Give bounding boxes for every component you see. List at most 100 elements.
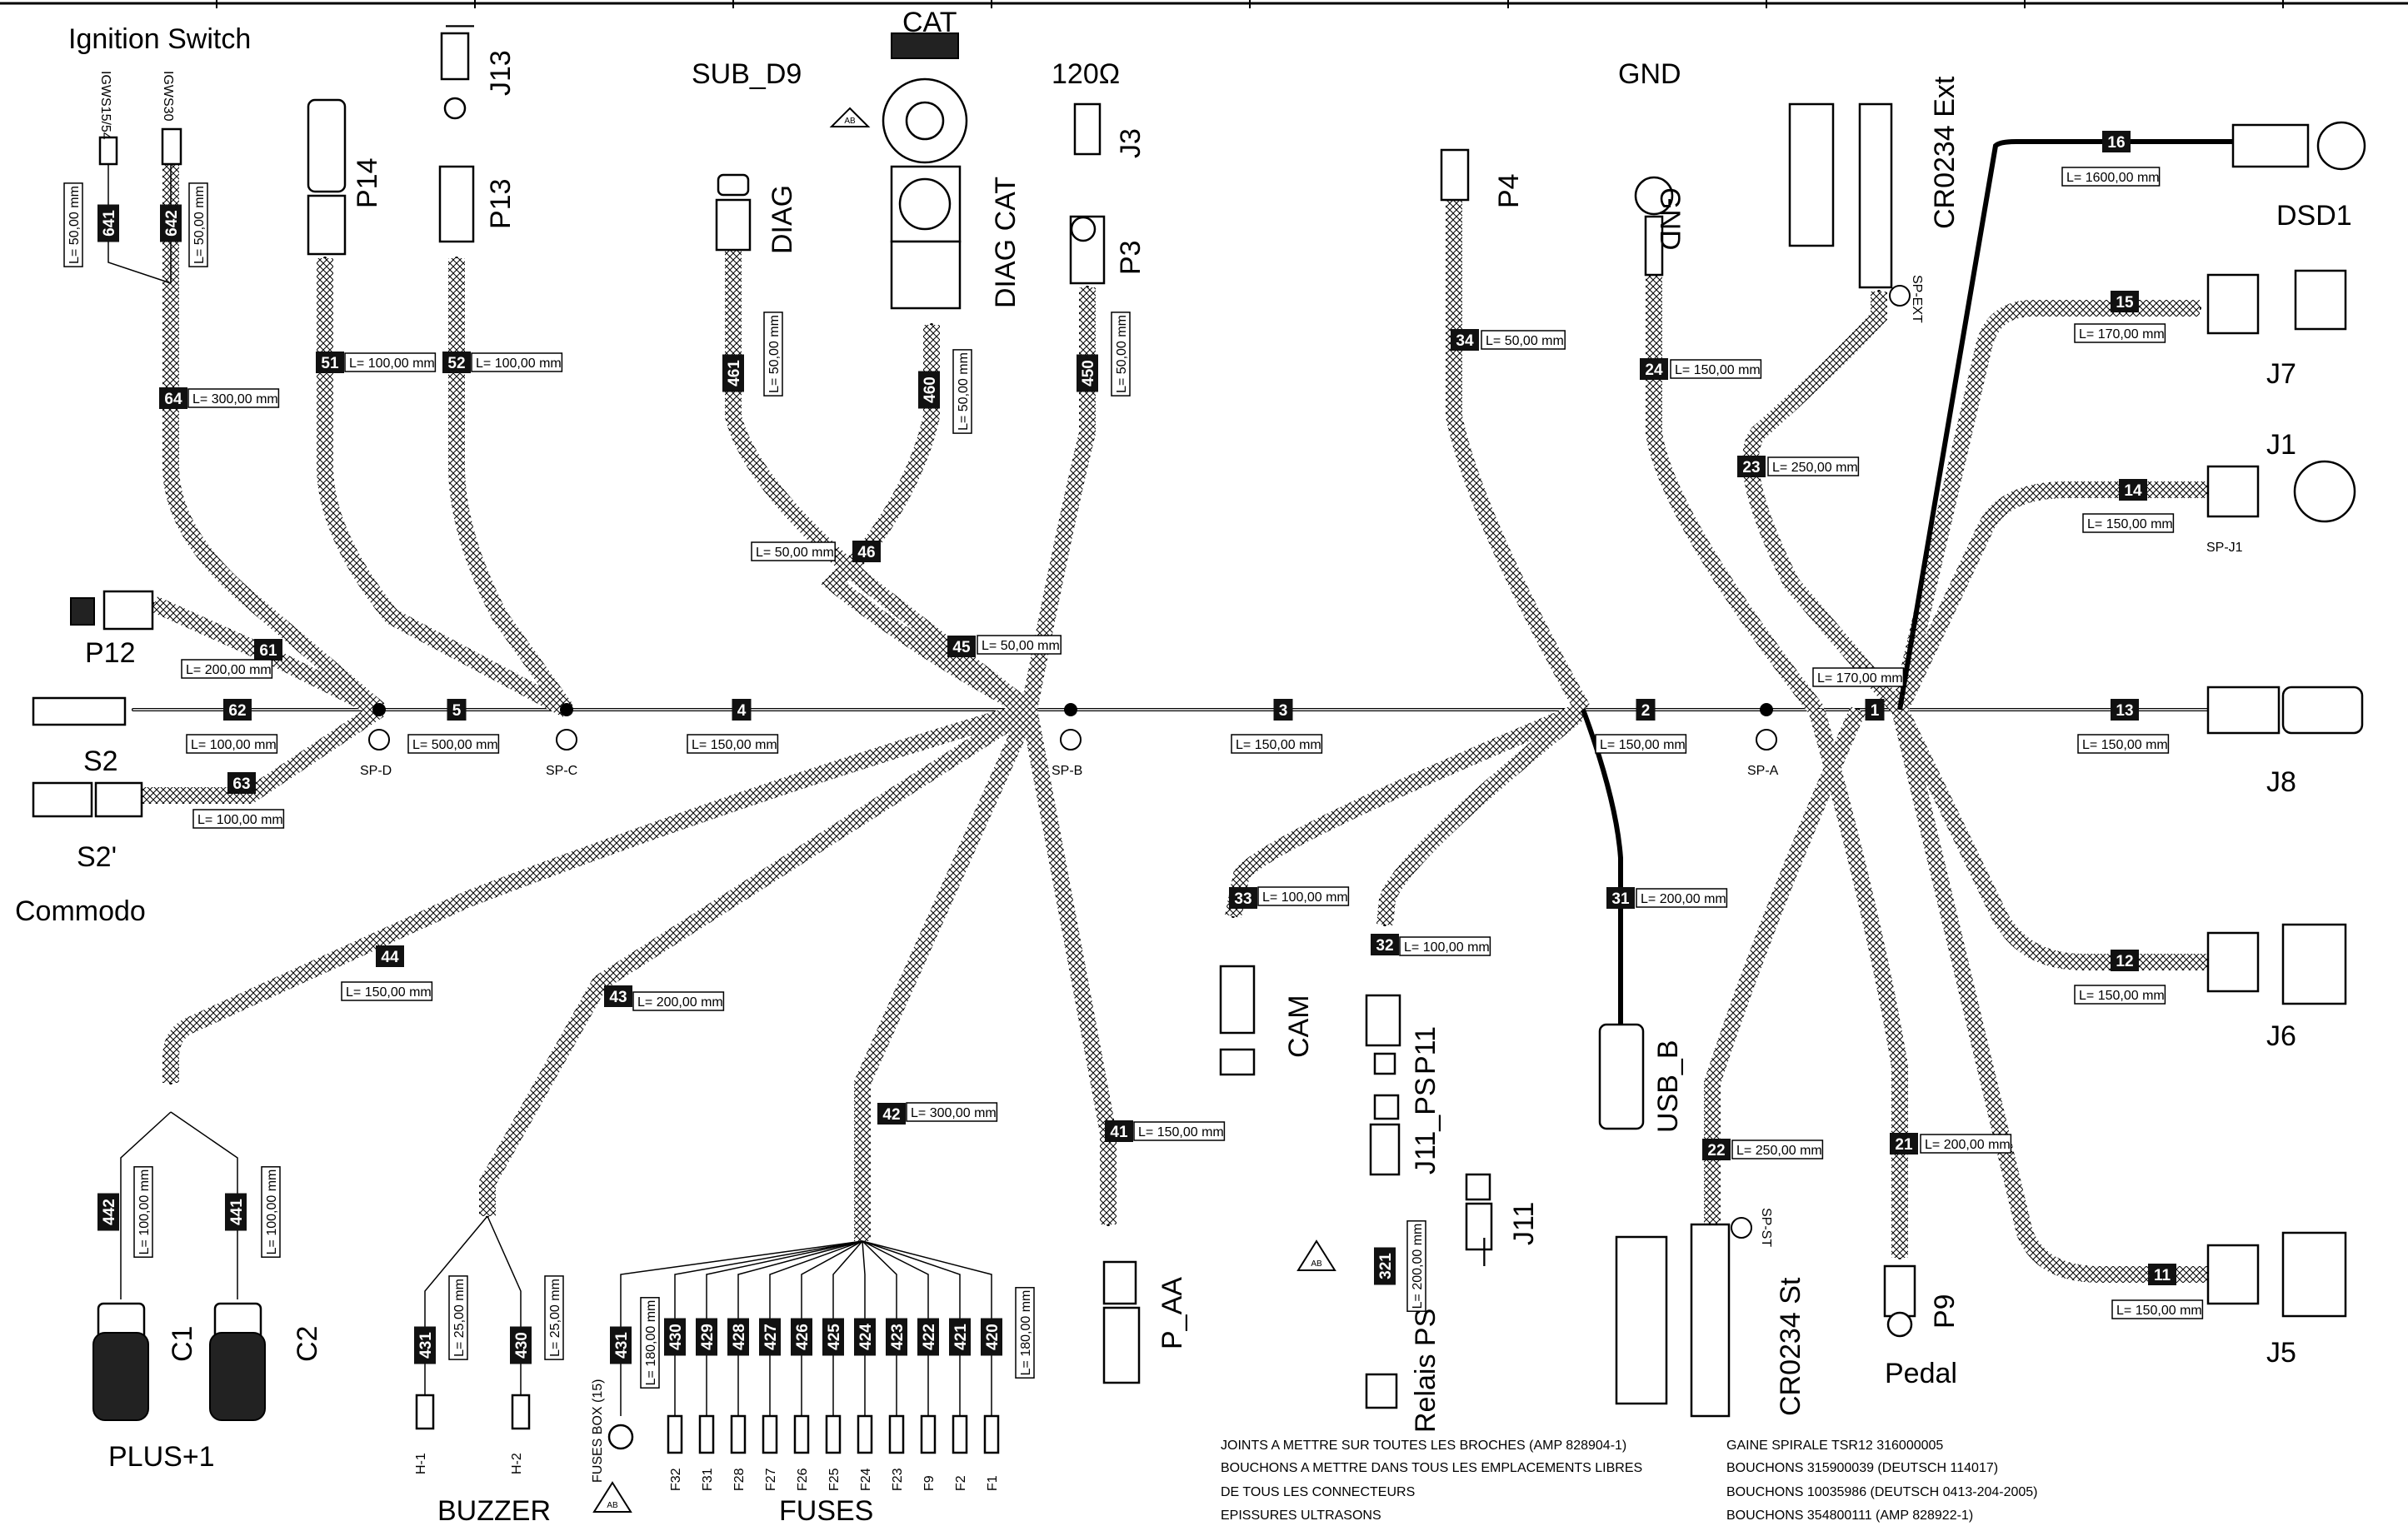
segment-id: 34 (1456, 332, 1474, 350)
segment-length: L= 100,00 mm (1262, 890, 1348, 905)
fuse-terminal (920, 1414, 937, 1454)
segment-length: L= 180,00 mm (1019, 1290, 1033, 1376)
segment-length: L= 150,00 mm (2116, 1304, 2202, 1318)
fuse-label: F28 (732, 1468, 747, 1491)
label-p13: P13 (485, 179, 517, 230)
label-sp-d: SP-D (360, 764, 392, 778)
segment-id: 42 (882, 1106, 900, 1124)
segment-length: L= 50,00 mm (767, 315, 782, 393)
segment-61: 61 L= 200,00 mm (181, 639, 282, 679)
segment-1: 1L= 170,00 mm (1812, 667, 1905, 721)
segment-length: L= 100,00 mm (137, 1169, 152, 1255)
segment-15: 15 L= 170,00 mm (2074, 291, 2166, 343)
note-left-1: JOINTS A METTRE SUR TOUTES LES BROCHES (… (1221, 1439, 1626, 1453)
fuse-label: F23 (891, 1468, 905, 1491)
fuse-segment-429: 429 (696, 1318, 717, 1356)
svg-text:AB: AB (607, 1501, 618, 1510)
segment-id: 44 (381, 949, 399, 966)
fuse-label: F32 (669, 1468, 683, 1491)
segment-id: 13 (2116, 702, 2133, 720)
fuse-terminals (667, 1414, 1000, 1454)
segment-44: 44L= 150,00 mm (341, 945, 433, 1001)
note-right-3: BOUCHONS 10035986 (DEUTSCH 0413-204-2005… (1726, 1485, 2038, 1499)
segment-16: 16 L= 1600,00 mm (2061, 131, 2161, 187)
segment-length: L= 250,00 mm (1736, 1144, 1822, 1158)
label-j13: J13 (485, 50, 517, 96)
fuse-label: F31 (701, 1468, 715, 1491)
segment-id: 21 (1895, 1136, 1913, 1154)
svg-text:424: 424 (857, 1324, 875, 1350)
label-p12: P12 (85, 637, 136, 669)
segment-length: L= 50,00 mm (1486, 334, 1564, 348)
segment-length: L= 100,00 mm (1404, 940, 1490, 955)
segment-id: 41 (1110, 1124, 1128, 1141)
segment-length: L= 150,00 mm (692, 738, 777, 752)
segment-length: L= 150,00 mm (2087, 517, 2173, 531)
segment-id: 45 (952, 639, 971, 656)
segment-4: 4L= 150,00 mm (687, 699, 779, 754)
fuse-terminal (698, 1414, 715, 1454)
segment-length: L= 250,00 mm (1772, 461, 1858, 475)
segment-id: 15 (2116, 294, 2134, 312)
segment-length: L= 300,00 mm (192, 392, 278, 406)
segment-id: 321 (1377, 1253, 1395, 1279)
label-s2-prime: S2' (77, 841, 117, 873)
segment-id: 22 (1707, 1142, 1725, 1159)
segment-length: L= 170,00 mm (2079, 327, 2165, 342)
fuse-terminal (857, 1414, 873, 1454)
fuse-terminal (888, 1414, 905, 1454)
segment-length: L= 100,00 mm (191, 738, 277, 752)
connector-shapes (32, 32, 2366, 1450)
segment-length: L= 180,00 mm (644, 1300, 658, 1386)
segment-length: L= 25,00 mm (452, 1279, 467, 1357)
segment-length: L= 50,00 mm (67, 186, 82, 264)
segment-12: 12L= 150,00 mm (2074, 950, 2166, 1005)
note-left-2: BOUCHONS A METTRE DANS TOUS LES EMPLACEM… (1221, 1461, 1642, 1475)
segment-id: 61 (259, 642, 277, 660)
segment-11: 11L= 150,00 mm (2111, 1264, 2204, 1319)
segment-id: 16 (2107, 134, 2125, 152)
label-c1: C1 (167, 1326, 198, 1362)
label-j1: J1 (2266, 429, 2296, 461)
segment-length: L= 200,00 mm (186, 663, 272, 677)
note-left-4: EPISSURES ULTRASONS (1221, 1509, 1381, 1523)
label-diag-cat: DIAG CAT (990, 177, 1022, 308)
segment-id: 12 (2116, 953, 2133, 970)
segment-length: L= 25,00 mm (548, 1279, 562, 1357)
segment-id: 51 (321, 355, 339, 372)
segment-length: L= 50,00 mm (957, 352, 971, 431)
label-c2: C2 (292, 1326, 323, 1362)
segment-length: L= 100,00 mm (265, 1169, 279, 1255)
fuse-segment-428: 428 (727, 1318, 749, 1356)
fuse-terminal (762, 1414, 778, 1454)
segment-id: 24 (1645, 362, 1663, 379)
segment-length: L= 50,00 mm (1115, 315, 1129, 393)
connector-labels: Ignition Switch IGWS15/54 IGWS30 P14 P13… (15, 7, 2352, 1526)
svg-text:425: 425 (826, 1324, 843, 1350)
segment-63: 63L= 100,00 mm (192, 772, 285, 829)
svg-text:421: 421 (952, 1324, 970, 1350)
segment-22: 22 L= 250,00 mm (1702, 1139, 1824, 1160)
label-gnd-top: GND (1618, 58, 1681, 90)
label-h1: H-1 (414, 1453, 428, 1474)
segment-length: L= 150,00 mm (1138, 1125, 1224, 1140)
label-p3: P3 (1115, 240, 1147, 275)
segment-length: L= 1600,00 mm (2066, 171, 2160, 185)
fuse-label: F25 (827, 1468, 842, 1491)
fuse-terminal (730, 1414, 747, 1454)
